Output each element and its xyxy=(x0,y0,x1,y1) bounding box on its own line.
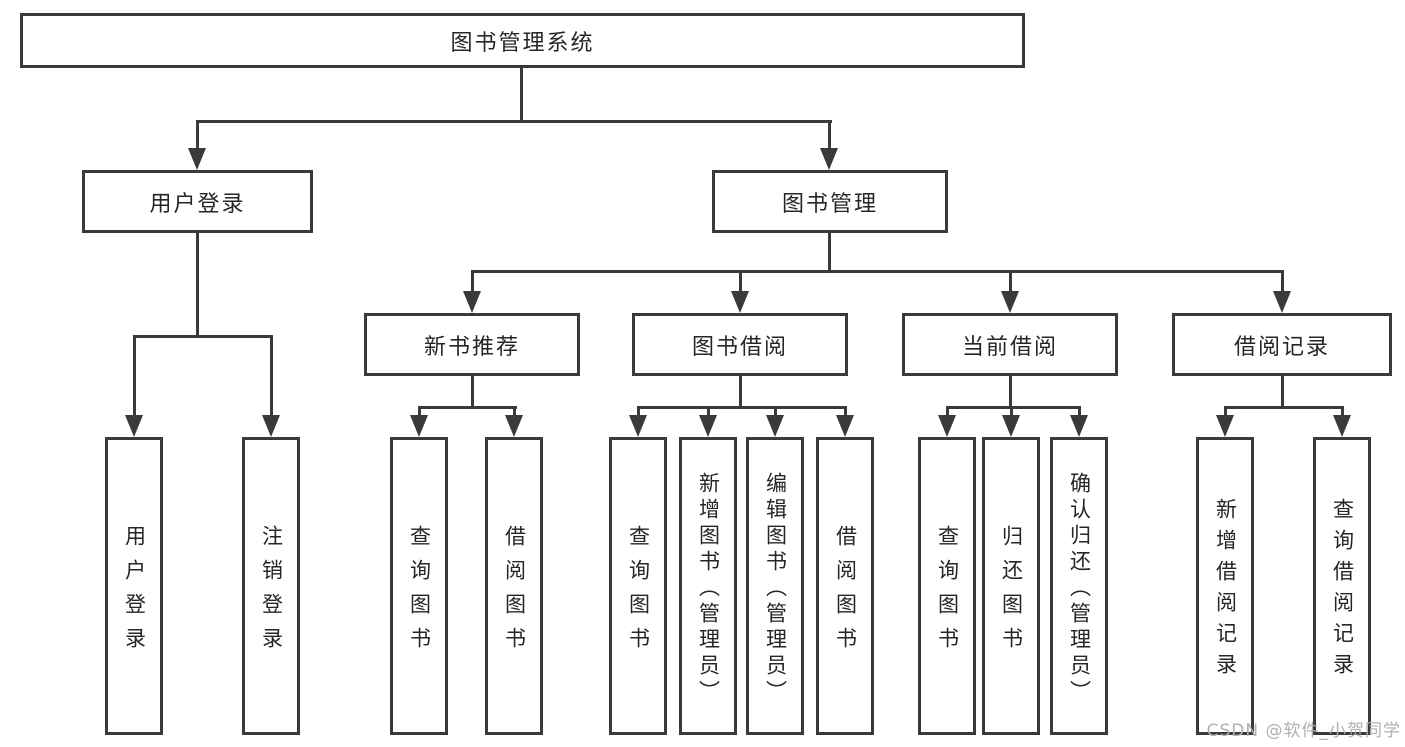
connector-user-login-branch xyxy=(133,335,273,338)
arrowhead-into-leaf-borrow-books-recommend xyxy=(505,415,523,437)
connector-root-stem xyxy=(520,68,523,120)
arrowhead-into-current-borrowing xyxy=(1001,291,1019,313)
node-user-login-label: 用户登录 xyxy=(149,191,246,217)
leaf-confirm-return-admin: 确认归还（管理员） xyxy=(1050,437,1108,735)
connector-borrowing-drop-3 xyxy=(774,406,777,417)
leaf-add-books-admin: 新增图书（管理员） xyxy=(679,437,737,735)
arrowhead-into-leaf-logout xyxy=(262,415,280,437)
connector-root-drop-right xyxy=(828,120,831,150)
node-user-login: 用户登录 xyxy=(82,170,313,233)
leaf-borrow-books-recommend: 借阅图书 xyxy=(485,437,543,735)
connector-borrowing-drop-2 xyxy=(707,406,710,417)
arrowhead-into-leaf-query-books-current xyxy=(938,415,956,437)
arrowhead-into-new-book-recommendation xyxy=(463,291,481,313)
node-borrowing-records: 借阅记录 xyxy=(1172,313,1392,376)
leaf-add-borrow-record-label: 新增借阅记录 xyxy=(1213,498,1238,684)
arrowhead-into-leaf-query-books-borrowing xyxy=(629,415,647,437)
connector-records-branch xyxy=(1224,406,1344,409)
leaf-query-books-recommend: 查询图书 xyxy=(390,437,448,735)
leaf-query-books-borrowing-label: 查询图书 xyxy=(626,524,651,661)
arrowhead-into-leaf-user-login xyxy=(125,415,143,437)
leaf-query-books-recommend-label: 查询图书 xyxy=(407,524,432,661)
connector-records-drop-1 xyxy=(1224,406,1227,417)
arrowhead-into-leaf-return-books xyxy=(1002,415,1020,437)
connector-borrowing-drop-1 xyxy=(637,406,640,417)
leaf-return-books-label: 归还图书 xyxy=(999,524,1024,661)
connector-root-branch xyxy=(196,120,832,123)
node-current-borrowing-label: 当前借阅 xyxy=(961,334,1058,360)
connector-root-drop-left xyxy=(196,120,199,150)
leaf-logout-label: 注销登录 xyxy=(259,524,284,661)
connector-bm-drop-3 xyxy=(1009,270,1012,293)
node-current-borrowing: 当前借阅 xyxy=(902,313,1118,376)
connector-user-login-stem xyxy=(196,233,199,335)
arrowhead-into-leaf-query-borrow-record xyxy=(1333,415,1351,437)
connector-user-login-drop-1 xyxy=(133,335,136,417)
connector-records-stem xyxy=(1281,376,1284,406)
node-root-library-system: 图书管理系统 xyxy=(20,13,1025,68)
leaf-add-borrow-record: 新增借阅记录 xyxy=(1196,437,1254,735)
leaf-query-borrow-record-label: 查询借阅记录 xyxy=(1330,498,1355,684)
connector-bm-drop-2 xyxy=(739,270,742,293)
leaf-borrow-books-recommend-label: 借阅图书 xyxy=(502,524,527,661)
node-new-book-recommendation-label: 新书推荐 xyxy=(423,334,520,360)
connector-current-branch xyxy=(946,406,1081,409)
node-book-borrowing-label: 图书借阅 xyxy=(691,334,788,360)
leaf-borrow-books-borrowing: 借阅图书 xyxy=(816,437,874,735)
leaf-borrow-books-borrowing-label: 借阅图书 xyxy=(833,524,858,661)
connector-book-management-stem xyxy=(828,233,831,270)
node-root-label: 图书管理系统 xyxy=(450,30,595,56)
arrowhead-into-leaf-add-borrow-record xyxy=(1216,415,1234,437)
arrowhead-into-user-login xyxy=(188,148,206,170)
leaf-add-books-admin-label: 新增图书（管理员） xyxy=(696,471,721,706)
arrowhead-into-leaf-query-books-recommend xyxy=(410,415,428,437)
connector-bm-drop-4 xyxy=(1281,270,1284,293)
connector-borrowing-stem xyxy=(739,376,742,406)
leaf-query-books-current: 查询图书 xyxy=(918,437,976,735)
leaf-query-books-borrowing: 查询图书 xyxy=(609,437,667,735)
leaf-edit-books-admin: 编辑图书（管理员） xyxy=(746,437,804,735)
leaf-confirm-return-admin-label: 确认归还（管理员） xyxy=(1067,471,1092,706)
connector-bm-drop-1 xyxy=(471,270,474,293)
connector-current-drop-1 xyxy=(946,406,949,417)
connector-recommend-drop-1 xyxy=(418,406,421,417)
leaf-user-login-label: 用户登录 xyxy=(122,524,147,661)
csdn-watermark: CSDN @软件_小贺同学 xyxy=(1206,721,1401,741)
arrowhead-into-book-borrowing xyxy=(731,291,749,313)
connector-current-drop-2 xyxy=(1010,406,1013,417)
node-borrowing-records-label: 借阅记录 xyxy=(1233,334,1330,360)
connector-book-management-branch xyxy=(471,270,1284,273)
node-new-book-recommendation: 新书推荐 xyxy=(364,313,580,376)
leaf-user-login: 用户登录 xyxy=(105,437,163,735)
connector-borrowing-drop-4 xyxy=(844,406,847,417)
leaf-logout: 注销登录 xyxy=(242,437,300,735)
connector-recommend-drop-2 xyxy=(513,406,516,417)
arrowhead-into-book-management xyxy=(820,148,838,170)
connector-records-drop-2 xyxy=(1341,406,1344,417)
connector-recommend-branch xyxy=(418,406,517,409)
arrowhead-into-leaf-edit-books xyxy=(766,415,784,437)
leaf-edit-books-admin-label: 编辑图书（管理员） xyxy=(763,471,788,706)
connector-current-stem xyxy=(1009,376,1012,406)
connector-user-login-drop-2 xyxy=(270,335,273,417)
leaf-return-books: 归还图书 xyxy=(982,437,1040,735)
leaf-query-borrow-record: 查询借阅记录 xyxy=(1313,437,1371,735)
node-book-management: 图书管理 xyxy=(712,170,948,233)
connector-current-drop-3 xyxy=(1078,406,1081,417)
arrowhead-into-borrowing-records xyxy=(1273,291,1291,313)
node-book-borrowing: 图书借阅 xyxy=(632,313,848,376)
node-book-management-label: 图书管理 xyxy=(781,191,878,217)
arrowhead-into-leaf-add-books xyxy=(699,415,717,437)
leaf-query-books-current-label: 查询图书 xyxy=(935,524,960,661)
connector-recommend-stem xyxy=(471,376,474,406)
connector-borrowing-branch xyxy=(637,406,847,409)
arrowhead-into-leaf-confirm-return xyxy=(1070,415,1088,437)
arrowhead-into-leaf-borrow-books-borrowing xyxy=(836,415,854,437)
